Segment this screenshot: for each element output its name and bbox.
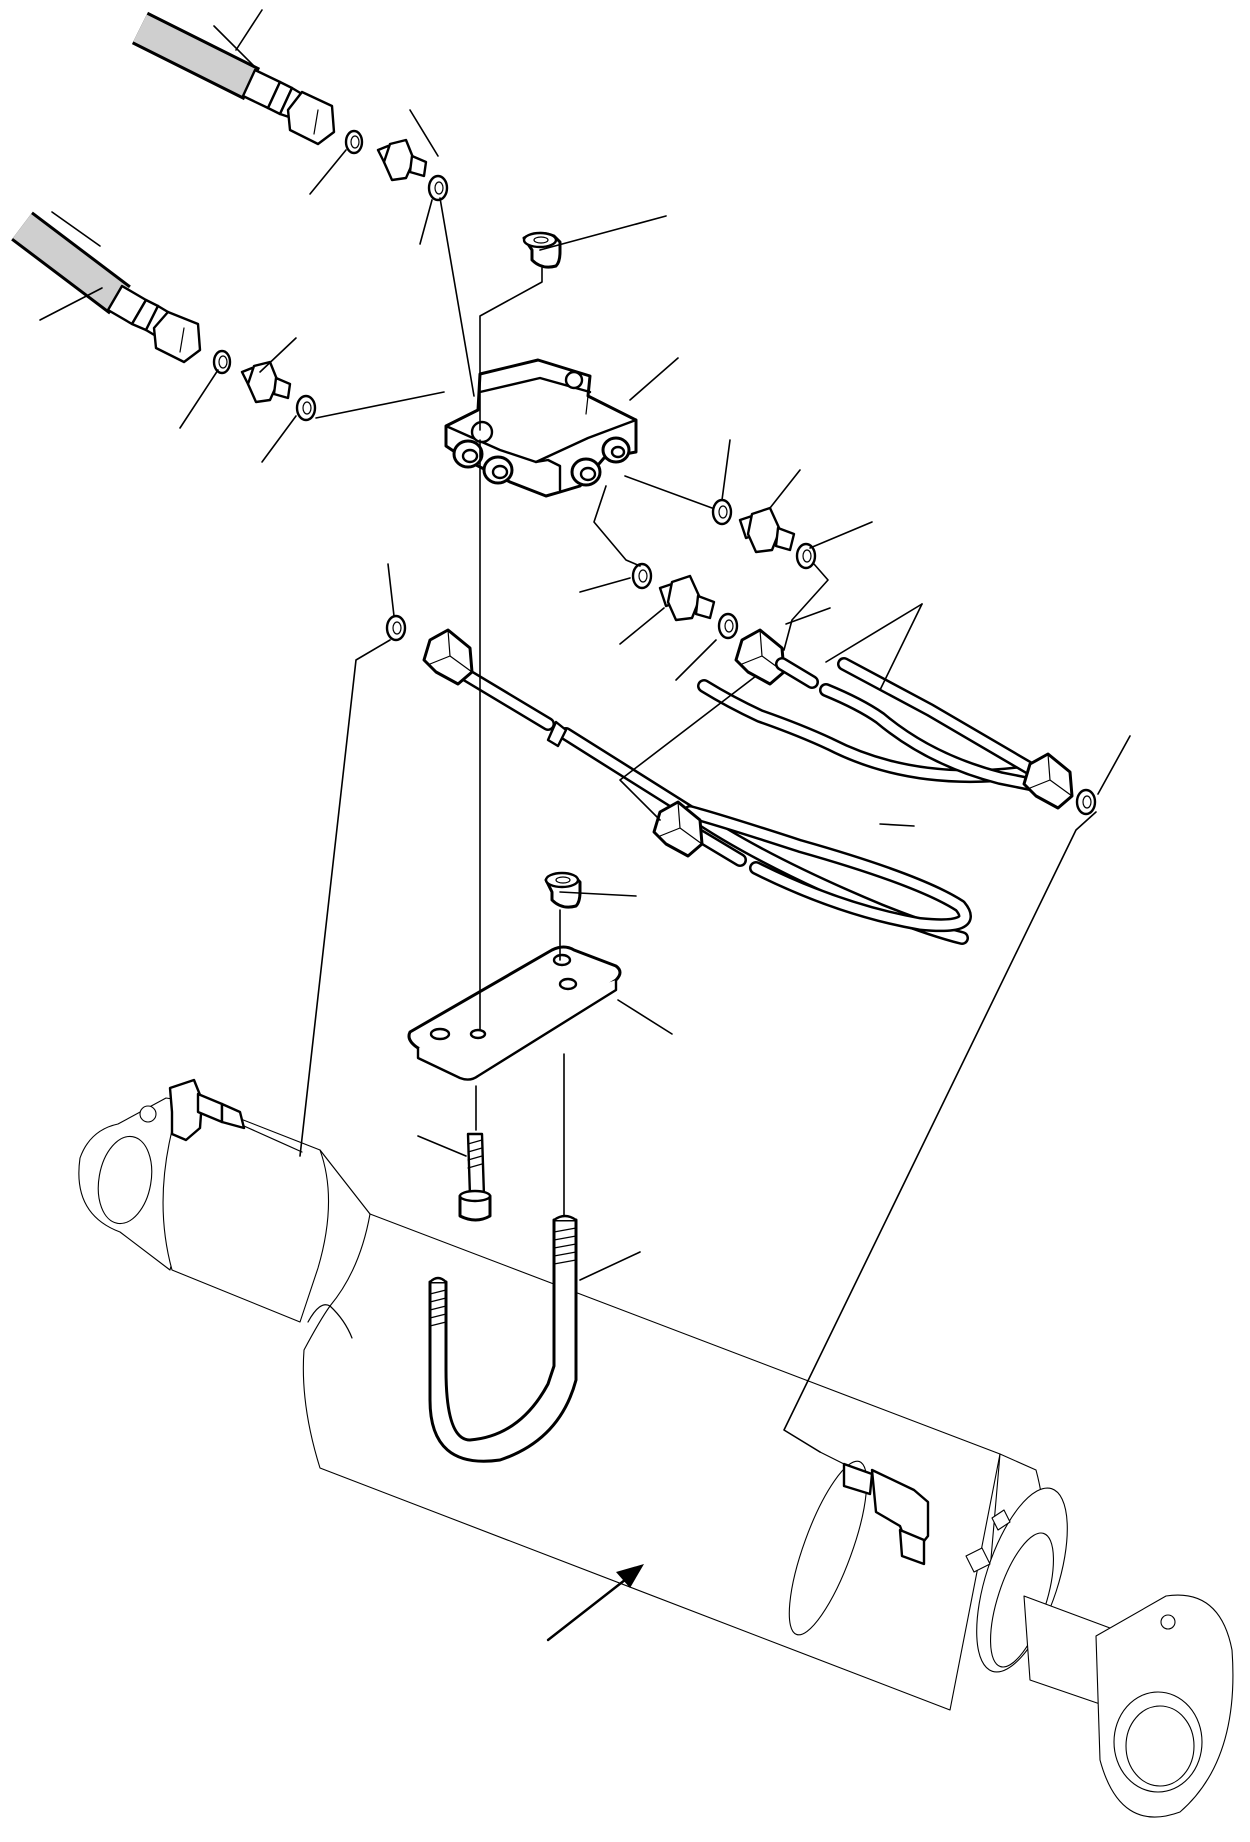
elbow-fitting-bottom bbox=[168, 1078, 303, 1153]
o-ring bbox=[344, 129, 364, 155]
o-ring bbox=[212, 349, 232, 375]
tube-middle bbox=[697, 628, 1047, 783]
clamp-plate bbox=[407, 945, 622, 1081]
elbow-fitting-head bbox=[819, 1451, 930, 1566]
hose-assembly-lower bbox=[11, 211, 202, 364]
hydraulic-cylinder bbox=[78, 1095, 1234, 1818]
o-ring bbox=[711, 498, 733, 526]
bolt bbox=[458, 1132, 492, 1222]
cylinder-rod-eye bbox=[1095, 1594, 1234, 1818]
o-ring bbox=[717, 612, 739, 640]
u-bolt bbox=[428, 1214, 578, 1463]
tube-loop bbox=[652, 800, 972, 933]
hex-nut-upper bbox=[522, 231, 562, 269]
cylinder-barrel bbox=[162, 1095, 1001, 1711]
o-ring bbox=[295, 394, 317, 422]
adapter-fitting bbox=[658, 574, 716, 622]
o-ring bbox=[631, 562, 653, 590]
adapter-fitting bbox=[376, 138, 428, 182]
o-ring bbox=[427, 174, 449, 202]
o-ring bbox=[795, 542, 817, 570]
branch-block bbox=[444, 358, 638, 498]
leader-lines bbox=[39, 9, 1131, 1453]
cylinder-head-gland bbox=[788, 1453, 1068, 1673]
hex-nut-lower bbox=[544, 871, 582, 909]
arrow-icon bbox=[546, 1564, 644, 1642]
o-ring bbox=[385, 614, 407, 642]
adapter-fitting bbox=[738, 506, 796, 554]
adapter-fitting bbox=[240, 360, 292, 404]
tube-right bbox=[775, 657, 1074, 810]
o-ring bbox=[1075, 788, 1097, 816]
hose-assembly-upper bbox=[131, 11, 336, 146]
